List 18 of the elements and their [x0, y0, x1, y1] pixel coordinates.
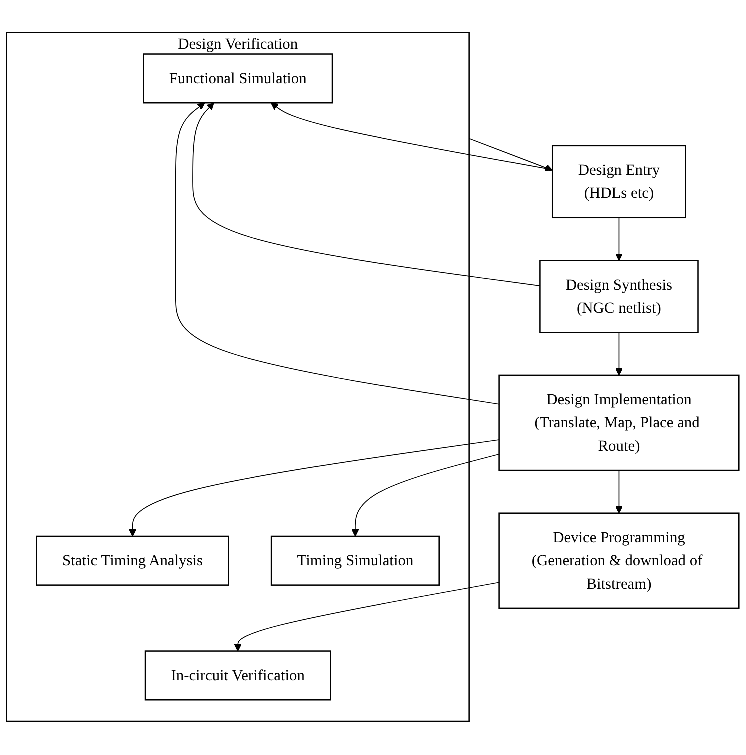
arrow: [175, 103, 500, 406]
arrow: [615, 332, 623, 376]
arrow: [468, 138, 553, 172]
node-box: Device Programming (Generation & download of Bitstream): [498, 513, 740, 610]
arrow: [270, 103, 554, 171]
arrow: [352, 454, 500, 538]
arrow: [192, 103, 541, 287]
arrow: [129, 440, 500, 538]
arrow: [234, 582, 500, 652]
node-box: Design Implementation (Translate, Map, Place and Route): [498, 375, 740, 472]
node-box: Functional Simulation: [143, 54, 334, 104]
node-box: Timing Simulation: [270, 536, 440, 586]
arrow: [615, 218, 623, 262]
node-box: In-circuit Verification: [144, 650, 332, 702]
node-box: Design Synthesis (NGC netlist): [540, 260, 699, 334]
node-box: Static Timing Analysis: [36, 536, 230, 586]
node-box: Design Entry (HDLs etc): [552, 146, 686, 219]
arrow: [615, 470, 623, 514]
